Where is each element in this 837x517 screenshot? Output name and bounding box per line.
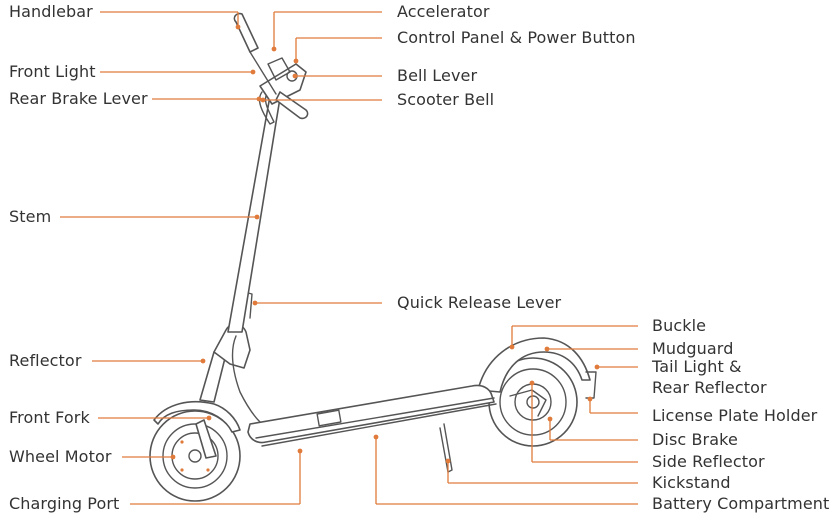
label-kickstand: Kickstand <box>652 473 731 492</box>
label-accelerator: Accelerator <box>397 2 490 21</box>
label-quick-release-lever: Quick Release Lever <box>397 293 562 312</box>
label-tail-light: Tail Light & <box>652 357 742 376</box>
label-side-reflector: Side Reflector <box>652 452 765 471</box>
label-rear-reflector: Rear Reflector <box>652 378 767 397</box>
label-buckle: Buckle <box>652 316 707 335</box>
label-front-light: Front Light <box>9 62 96 81</box>
leader-lines <box>60 11 638 505</box>
label-stem: Stem <box>9 207 52 226</box>
label-front-fork: Front Fork <box>9 408 90 427</box>
scooter-illustration <box>149 12 597 502</box>
label-charging-port: Charging Port <box>9 494 120 513</box>
label-mudguard: Mudguard <box>652 339 734 358</box>
rear-mudguard-shape <box>477 337 591 393</box>
label-reflector: Reflector <box>9 351 82 370</box>
label-bell-lever: Bell Lever <box>397 66 478 85</box>
label-rear-brake-lever: Rear Brake Lever <box>9 89 148 108</box>
stem-shape <box>227 95 281 333</box>
label-scooter-bell: Scooter Bell <box>397 90 495 109</box>
label-disc-brake: Disc Brake <box>652 430 738 449</box>
deck-shape <box>247 384 495 444</box>
label-wheel-motor: Wheel Motor <box>9 447 112 466</box>
label-battery-compartment: Battery Compartment <box>652 494 830 513</box>
label-handlebar: Handlebar <box>9 2 93 21</box>
label-control-panel: Control Panel & Power Button <box>397 28 636 47</box>
label-license-plate-holder: License Plate Holder <box>652 406 818 425</box>
